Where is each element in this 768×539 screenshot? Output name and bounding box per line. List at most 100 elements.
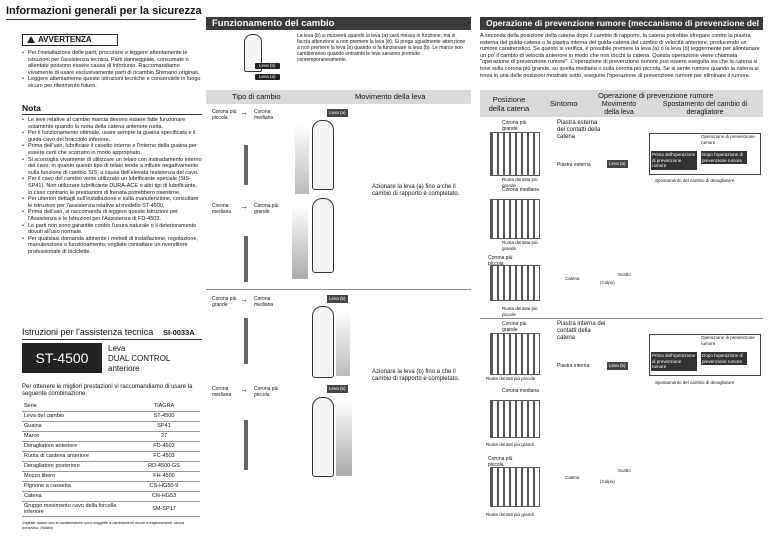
lever-b-label: Leva (b) xyxy=(255,63,280,69)
spec-value: 27 xyxy=(128,431,200,442)
noise-table-header xyxy=(480,90,763,117)
to-gear: Corona più piccola xyxy=(254,386,279,398)
spec-value: SM-SP17 xyxy=(128,501,200,517)
to-gear: Corona più grande xyxy=(254,203,279,215)
sprocket-diagram xyxy=(490,199,540,239)
from-gear: Corona mediana xyxy=(212,203,232,215)
spec-label: Pignone a cassetta xyxy=(22,481,128,492)
note-item: Si sconsiglia vivamente di utilizzare un… xyxy=(22,157,202,177)
note-title: Nota xyxy=(22,103,41,113)
note-item: Per il cavo del cambio viene utilizzato … xyxy=(22,176,202,196)
spec-label: Gruppo movimento cavo della forcella inf… xyxy=(22,501,128,517)
lever-tag: Leva (a) xyxy=(607,160,628,168)
spec-label: Marce xyxy=(22,431,128,442)
note-item: Le parti non sono garantite contro l'usu… xyxy=(22,223,202,236)
spec-label: Guaina xyxy=(22,421,128,432)
noise-intro: A seconda della posizione della catena d… xyxy=(480,33,760,79)
symptom-text: Piastra interna dei contatti della caten… xyxy=(557,321,606,341)
lever-a-label: Leva (a) xyxy=(255,74,280,80)
lever-illustration xyxy=(244,34,262,72)
sprocket-diagram xyxy=(490,265,540,301)
note-item: Per ulteriori dettagli sull'installazion… xyxy=(22,196,202,209)
motion-gradient xyxy=(336,400,352,476)
shift-caption: Spostamento del cambio di deragliatore xyxy=(655,380,735,385)
warning-item: Leggere attentamente queste istruzioni t… xyxy=(22,76,202,89)
rear-sprocket-label: Ruote dentati più grandi xyxy=(486,442,534,447)
cable-rod xyxy=(244,145,248,185)
rear-sprocket-label: Ruota dentata più grande xyxy=(502,240,538,251)
note-list: Le leve relative al cambio marcia devono… xyxy=(22,117,202,255)
spec-value: RD-4500-GS xyxy=(128,461,200,472)
chain-position: Corona mediana xyxy=(502,388,539,394)
motion-gradient xyxy=(292,205,308,279)
plate-label: Piastra interna xyxy=(557,363,590,369)
sprocket-diagram xyxy=(490,333,540,375)
lever-drawing xyxy=(312,198,334,273)
spec-label: Deragliatore posteriore xyxy=(22,461,128,472)
instruction-a: Azionare la leva (a) fino a che il cambi… xyxy=(372,184,460,197)
spec-value: CN-HG53 xyxy=(128,491,200,502)
footnote: Vogliate notare che le caratteristiche s… xyxy=(22,521,185,530)
chain-label: Catena xyxy=(565,276,580,281)
warning-item: Per l'installazione delle parti, procura… xyxy=(22,50,202,76)
before-badge: Prima dell'operazione di prevenzione rum… xyxy=(651,352,697,371)
spec-value: FC-4503 xyxy=(128,451,200,462)
spec-label: Leva del cambio xyxy=(22,411,128,422)
spec-value: CS-HG50-9 xyxy=(128,481,200,492)
shift-caption: Spostamento del cambio di deragliatore xyxy=(655,178,735,183)
chain-position: Corona più grande xyxy=(502,120,527,132)
operation-box xyxy=(649,133,761,175)
spec-value: TIAGRA xyxy=(128,401,200,412)
col-header-type: Tipo di cambio xyxy=(232,92,281,101)
motion-gradient xyxy=(295,124,309,194)
spec-label: Deragliatore anteriore xyxy=(22,441,128,452)
warning-box: AVVERTENZA xyxy=(22,34,118,46)
title-rule xyxy=(6,19,196,20)
operation-label: Operazione di prevenzione rumore xyxy=(701,134,755,145)
spec-label: Mozzo libero xyxy=(22,471,128,482)
chain-position: Corona più piccola xyxy=(488,255,513,267)
plate-label: Piastra esterna xyxy=(557,162,591,168)
service-rule xyxy=(22,339,202,340)
combination-intro: Per ottenere le migliori prestazioni vi … xyxy=(22,384,193,397)
instruction-b: Azionare la leva (b) fino a che il cambi… xyxy=(372,369,460,382)
note-rule xyxy=(22,114,202,115)
after-badge: Dopo l'operazione di prevenzione rumore xyxy=(701,151,747,164)
arrow-right-icon: → xyxy=(240,295,248,304)
chain-position: Corona più grande xyxy=(502,321,527,333)
section-header-noise: Operazione di prevenzione rumore (meccan… xyxy=(480,17,763,41)
shift-table-header xyxy=(206,90,471,104)
click-label: Scatto xyxy=(618,468,631,473)
lever-tag: Leva (b) xyxy=(327,385,348,393)
doc-code: SI-0033A xyxy=(163,328,195,337)
spec-label: Ruota di cantena anteriore xyxy=(22,451,128,462)
sprocket-diagram xyxy=(490,467,540,507)
lever-tag: Leva (b) xyxy=(607,362,628,370)
lever-drawing xyxy=(312,306,334,378)
arrow-right-icon: → xyxy=(240,385,248,394)
rear-sprocket-label: Ruota dentata più piccole xyxy=(502,306,538,317)
sprocket-diagram xyxy=(490,132,540,176)
to-gear: Corona mediana xyxy=(254,296,274,308)
chain-position: Corona mediana xyxy=(502,187,539,193)
to-gear: Corona mediana xyxy=(254,109,274,121)
product-name: Leva DUAL CONTROL anteriore xyxy=(108,344,171,373)
note-item: Prima dell'uso, lubrificare il cavetto i… xyxy=(22,143,202,156)
model-badge: ST-4500 xyxy=(22,343,102,373)
note-item: Per qualsiasi domanda attinente i metodi… xyxy=(22,236,202,256)
cable-rod xyxy=(244,420,248,470)
operation-label: Operazione di prevenzione rumore xyxy=(701,335,755,346)
spec-value: FD-4503 xyxy=(128,441,200,452)
warning-list: Per l'installazione delle parti, procura… xyxy=(22,50,202,90)
operation-box xyxy=(649,334,761,376)
col-header-symptom: Sintomo xyxy=(550,99,578,108)
